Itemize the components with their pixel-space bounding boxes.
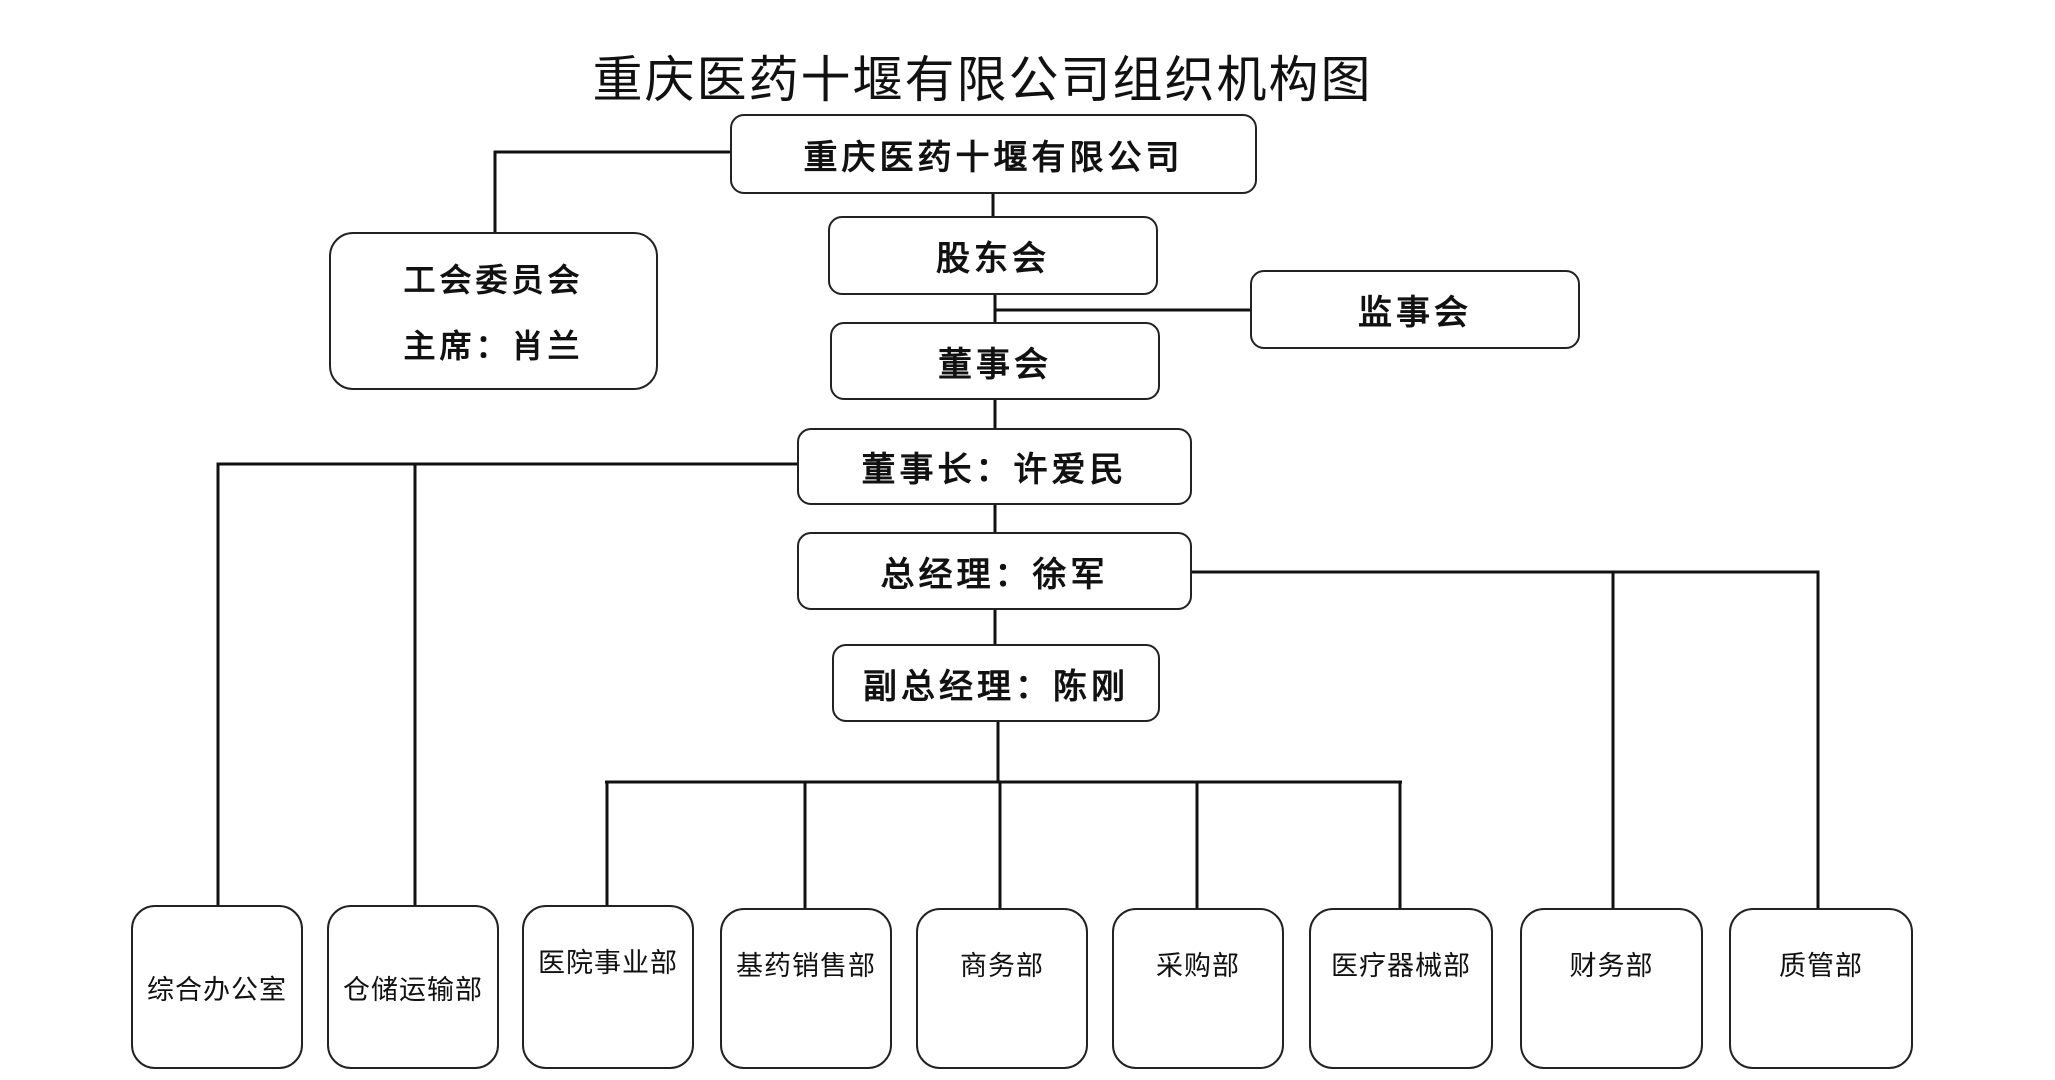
dept-label: 采购部 <box>1156 951 1240 982</box>
supervisors-label: 监事会 <box>1358 293 1472 333</box>
dept-box: 医院事业部 <box>522 905 694 1069</box>
company-label: 重庆医药十堰有限公司 <box>803 137 1184 178</box>
dept-box: 采购部 <box>1112 908 1284 1069</box>
dept-box: 商务部 <box>916 908 1088 1069</box>
dept-box: 质管部 <box>1729 908 1913 1069</box>
company-box: 重庆医药十堰有限公司 <box>730 114 1257 194</box>
chairman-label: 董事长：许爱民 <box>861 450 1128 490</box>
board-box: 董事会 <box>830 322 1160 400</box>
union-chair-label: 主席：肖兰 <box>403 327 584 365</box>
dept-label: 基药销售部 <box>736 951 876 982</box>
shareholders-box: 股东会 <box>828 216 1158 295</box>
gm-box: 总经理：徐军 <box>797 532 1192 610</box>
dept-box: 仓储运输部 <box>327 905 499 1069</box>
dept-label: 仓储运输部 <box>343 974 483 1006</box>
dept-label: 医院事业部 <box>538 948 678 979</box>
dept-label: 综合办公室 <box>147 974 287 1006</box>
connector-chairman-office <box>216 462 797 905</box>
gm-label: 总经理：徐军 <box>880 554 1109 595</box>
dept-label: 质管部 <box>1779 951 1863 982</box>
dept-box: 财务部 <box>1520 908 1703 1069</box>
union-box: 工会委员会 主席：肖兰 <box>329 232 658 390</box>
supervisors-box: 监事会 <box>1250 270 1580 349</box>
shareholders-label: 股东会 <box>936 239 1050 279</box>
connector-company-union <box>493 150 730 232</box>
union-label: 工会委员会 <box>403 261 584 299</box>
dept-box: 基药销售部 <box>720 908 892 1069</box>
deputy-gm-box: 副总经理：陈刚 <box>832 644 1160 722</box>
connector-gm-quality <box>1192 570 1820 908</box>
dept-box: 综合办公室 <box>131 905 303 1069</box>
page-title: 重庆医药十堰有限公司组织机构图 <box>592 51 1373 109</box>
dept-label: 医疗器械部 <box>1331 951 1471 982</box>
dept-label: 商务部 <box>960 951 1044 982</box>
dept-box: 医疗器械部 <box>1309 908 1493 1069</box>
deputy-gm-label: 副总经理：陈刚 <box>863 666 1129 707</box>
dept-label: 财务部 <box>1569 951 1654 982</box>
board-label: 董事会 <box>938 344 1052 385</box>
chairman-box: 董事长：许爱民 <box>797 428 1192 505</box>
